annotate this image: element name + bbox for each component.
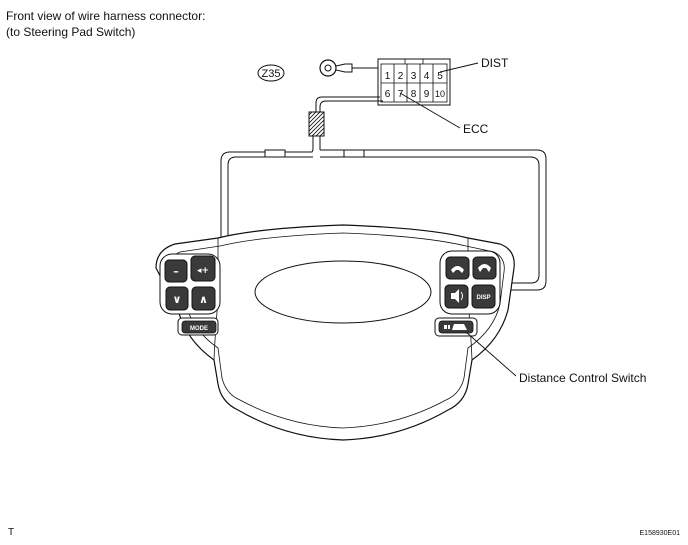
- minus-symbol: –: [173, 265, 179, 278]
- volume-up-button[interactable]: ◂+: [190, 255, 216, 282]
- pin-6: 6: [385, 89, 391, 100]
- minus-button[interactable]: –: [164, 259, 188, 283]
- distance-control-leader-line: [465, 331, 517, 377]
- ground-terminal: [319, 59, 378, 77]
- volume-up-symbol: ◂+: [197, 266, 209, 276]
- voice-icon: [451, 289, 459, 303]
- harness-loop: [220, 149, 547, 291]
- voice-button[interactable]: [444, 284, 469, 309]
- pin-7: 7: [398, 89, 404, 100]
- up-symbol: ∧: [199, 293, 208, 306]
- phone-off-hook-icon: [478, 264, 491, 272]
- pin-3: 3: [411, 71, 417, 82]
- pad-emblem-oval: [254, 260, 432, 324]
- figure-id: E158930E01: [639, 530, 680, 537]
- dist-label: DIST: [481, 56, 509, 70]
- dist-leader-line: [439, 62, 479, 73]
- on-hook-button[interactable]: [445, 256, 470, 280]
- distance-control-icon: [444, 324, 467, 330]
- down-button[interactable]: ∨: [165, 286, 189, 311]
- figure-title: Front view of wire harness connector: (t…: [6, 8, 205, 40]
- connector-code-badge: Z35: [257, 64, 285, 82]
- disp-label: DISP: [476, 295, 490, 301]
- down-symbol: ∨: [173, 293, 182, 306]
- mode-button[interactable]: MODE: [177, 317, 219, 336]
- connector-code-text: Z35: [262, 68, 281, 80]
- mode-label: MODE: [190, 326, 208, 332]
- ecc-label: ECC: [463, 122, 489, 136]
- pin-9: 9: [424, 89, 430, 100]
- pin-2: 2: [398, 71, 404, 82]
- pin-10: 10: [435, 89, 445, 99]
- harness-wire: [308, 96, 383, 150]
- pin-4: 4: [424, 71, 430, 82]
- title-line-2: (to Steering Pad Switch): [6, 25, 136, 39]
- off-hook-button[interactable]: [472, 256, 497, 280]
- title-line-1: Front view of wire harness connector:: [6, 9, 206, 23]
- disp-button[interactable]: DISP: [471, 284, 496, 309]
- footer-left-mark: T: [8, 527, 15, 538]
- distance-control-label: Distance Control Switch: [519, 371, 646, 385]
- up-button[interactable]: ∧: [191, 286, 216, 311]
- distance-control-switch[interactable]: [434, 317, 478, 337]
- pin-8: 8: [411, 89, 417, 100]
- voice-wave-icon: [460, 291, 463, 301]
- pin-1: 1: [385, 71, 391, 82]
- phone-on-hook-icon: [451, 266, 464, 273]
- wire-harness-connector: 1 2 3 4 5 6 7 8 9 10: [377, 58, 451, 106]
- ecc-leader-line: [399, 92, 461, 129]
- pin-5: 5: [437, 71, 443, 82]
